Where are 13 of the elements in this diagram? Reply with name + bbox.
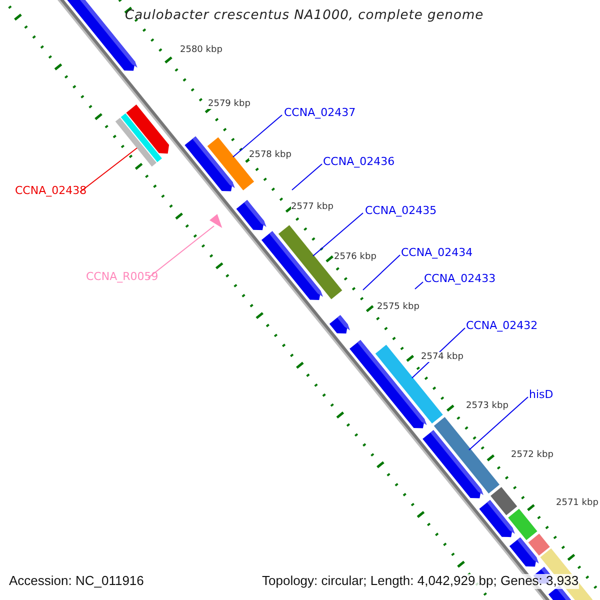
tick-label: 2576 kbp (334, 252, 376, 262)
footer-text: Accession: NC_011916 (9, 574, 144, 589)
tick-label: 2580 kbp (180, 45, 222, 56)
tick-label: 2575 kbp (377, 302, 420, 312)
footer-text: Topology: circular; Length: 4,042,929 bp; Genes: 3,933 (262, 574, 579, 589)
tick-label: 2579 kbp (208, 99, 250, 110)
tick-label: 2578 kbp (249, 150, 292, 160)
title: Caulobacter crescentus NA1000, complete genome (125, 9, 484, 24)
tick-label: 2573 kbp (466, 401, 508, 412)
tick-label: 2571 kbp (556, 498, 598, 508)
tick-label: 2574 kbp (421, 352, 464, 362)
tick-label: 2572 kbp (511, 450, 554, 460)
tick-label: 2577 kbp (291, 202, 334, 212)
